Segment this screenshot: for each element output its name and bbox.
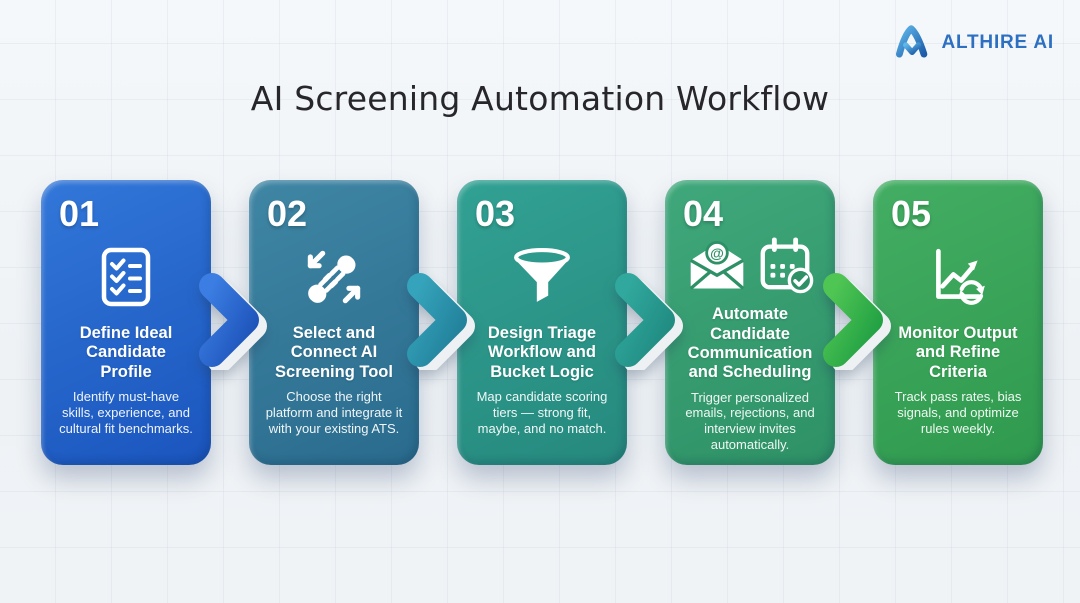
checklist-icon bbox=[100, 234, 152, 320]
calendar-check-icon bbox=[756, 236, 814, 299]
step-number: 01 bbox=[59, 193, 100, 234]
step-title: Design Triage Workflow and Bucket Logic bbox=[487, 324, 597, 381]
arrow-right-icon bbox=[390, 270, 486, 370]
brand-logo: ALTHIRE AI bbox=[893, 22, 1055, 64]
step-number: 05 bbox=[891, 193, 932, 234]
step-number: 02 bbox=[267, 193, 308, 234]
step-card-5: 05 Monitor Output and Refine Criteria Tr… bbox=[873, 180, 1043, 465]
arrow-right-icon bbox=[598, 270, 694, 370]
step-description: Map candidate scoring tiers — strong fit… bbox=[476, 388, 608, 436]
svg-text:@: @ bbox=[710, 245, 724, 261]
email-at-icon: @ bbox=[686, 237, 748, 298]
step-title: Select and Connect AI Screening Tool bbox=[275, 324, 393, 381]
funnel-icon bbox=[508, 234, 576, 320]
step-description: Track pass rates, bias signals, and opti… bbox=[894, 388, 1022, 436]
step-card-3: 03 Design Triage Workflow and Bucket Log… bbox=[457, 180, 627, 465]
page-title: AI Screening Automation Workflow bbox=[250, 79, 830, 119]
step-card-4: 04 @ bbox=[665, 180, 835, 465]
step-description: Choose the right platform and integrate … bbox=[265, 388, 403, 436]
step-card-2: 02 Select and Conne bbox=[249, 180, 419, 465]
step-card-1: 01 Define Ideal Candidate Profile Identi… bbox=[41, 180, 211, 465]
arrow-right-icon bbox=[182, 270, 278, 370]
step-title: Define Ideal Candidate Profile bbox=[79, 324, 173, 381]
workflow-steps-row: 01 Define Ideal Candidate Profile Identi… bbox=[41, 180, 1043, 465]
arrow-right-icon bbox=[806, 270, 902, 370]
step-number: 04 bbox=[683, 193, 724, 234]
brand-name: ALTHIRE AI bbox=[941, 32, 1054, 53]
disconnected-plugs-icon bbox=[297, 234, 371, 320]
step-icons: @ bbox=[686, 234, 814, 301]
step-number: 03 bbox=[475, 193, 516, 234]
step-description: Trigger personalized emails, rejections,… bbox=[685, 389, 815, 453]
step-title: Monitor Output and Refine Criteria bbox=[898, 324, 1018, 381]
chart-growth-refresh-icon bbox=[925, 234, 991, 320]
althire-a-logo-icon bbox=[893, 22, 933, 64]
step-title: Automate Candidate Communication and Sch… bbox=[687, 305, 813, 382]
step-description: Identify must-have skills, experience, a… bbox=[59, 388, 193, 436]
